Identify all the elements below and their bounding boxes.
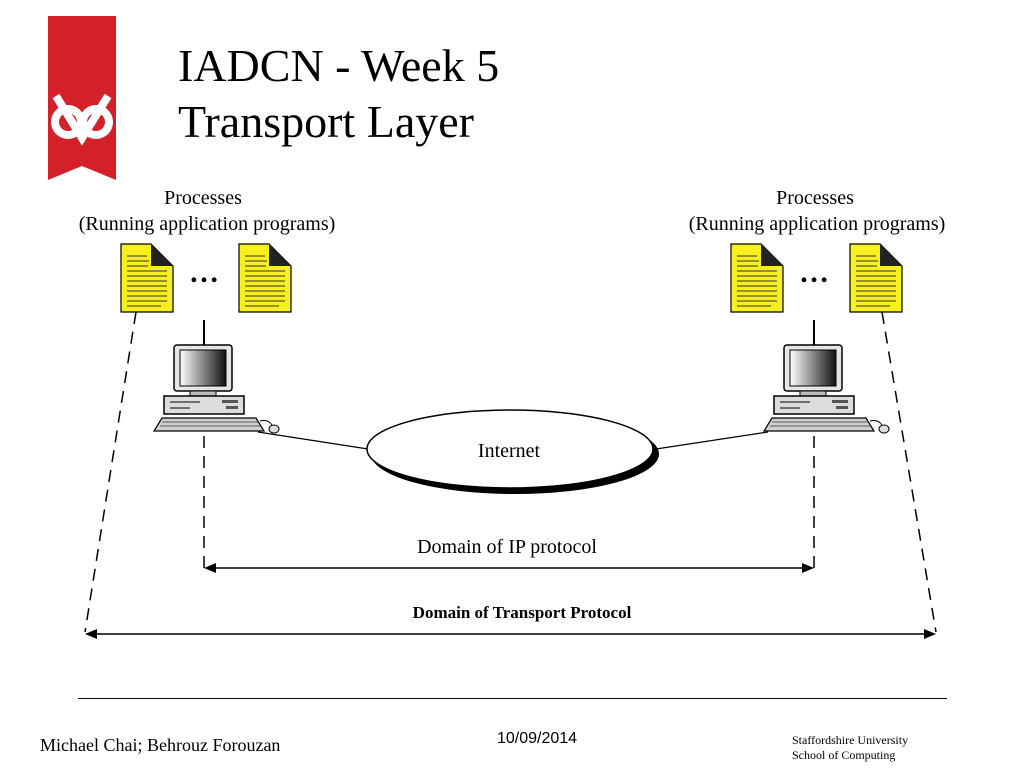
computer-icon	[153, 344, 280, 434]
right-processes-subtitle: (Running application programs)	[689, 213, 946, 235]
footer-authors: Michael Chai; Behrouz Forouzan	[40, 735, 281, 755]
footer-date: 10/09/2014	[497, 730, 578, 747]
double-arrow	[204, 563, 814, 573]
title-line-2: Transport Layer	[178, 96, 474, 147]
footer-university: Staffordshire University	[792, 733, 909, 747]
computer-icon	[763, 344, 890, 434]
ip-domain-label: Domain of IP protocol	[417, 536, 597, 558]
document-icon	[238, 243, 292, 313]
double-arrow	[85, 629, 936, 639]
left-ellipsis: …	[189, 256, 219, 289]
left-processes-title: Processes	[164, 187, 242, 209]
right-processes-title: Processes	[776, 187, 854, 209]
footer-school: School of Computing	[792, 748, 896, 762]
footer-institution: Staffordshire University School of Compu…	[792, 733, 908, 763]
slide-title: IADCN - Week 5 Transport Layer	[178, 38, 499, 150]
transport-domain-label: Domain of Transport Protocol	[413, 603, 632, 622]
footer-divider	[78, 698, 947, 699]
document-icon	[120, 243, 174, 313]
left-processes-subtitle: (Running application programs)	[79, 213, 336, 235]
internet-label: Internet	[478, 440, 541, 462]
university-logo	[48, 16, 116, 180]
right-ellipsis: …	[799, 256, 829, 289]
cloud-ellipse	[366, 409, 654, 489]
document-icon	[849, 243, 903, 313]
title-line-1: IADCN - Week 5	[178, 40, 500, 91]
document-icon	[730, 243, 784, 313]
